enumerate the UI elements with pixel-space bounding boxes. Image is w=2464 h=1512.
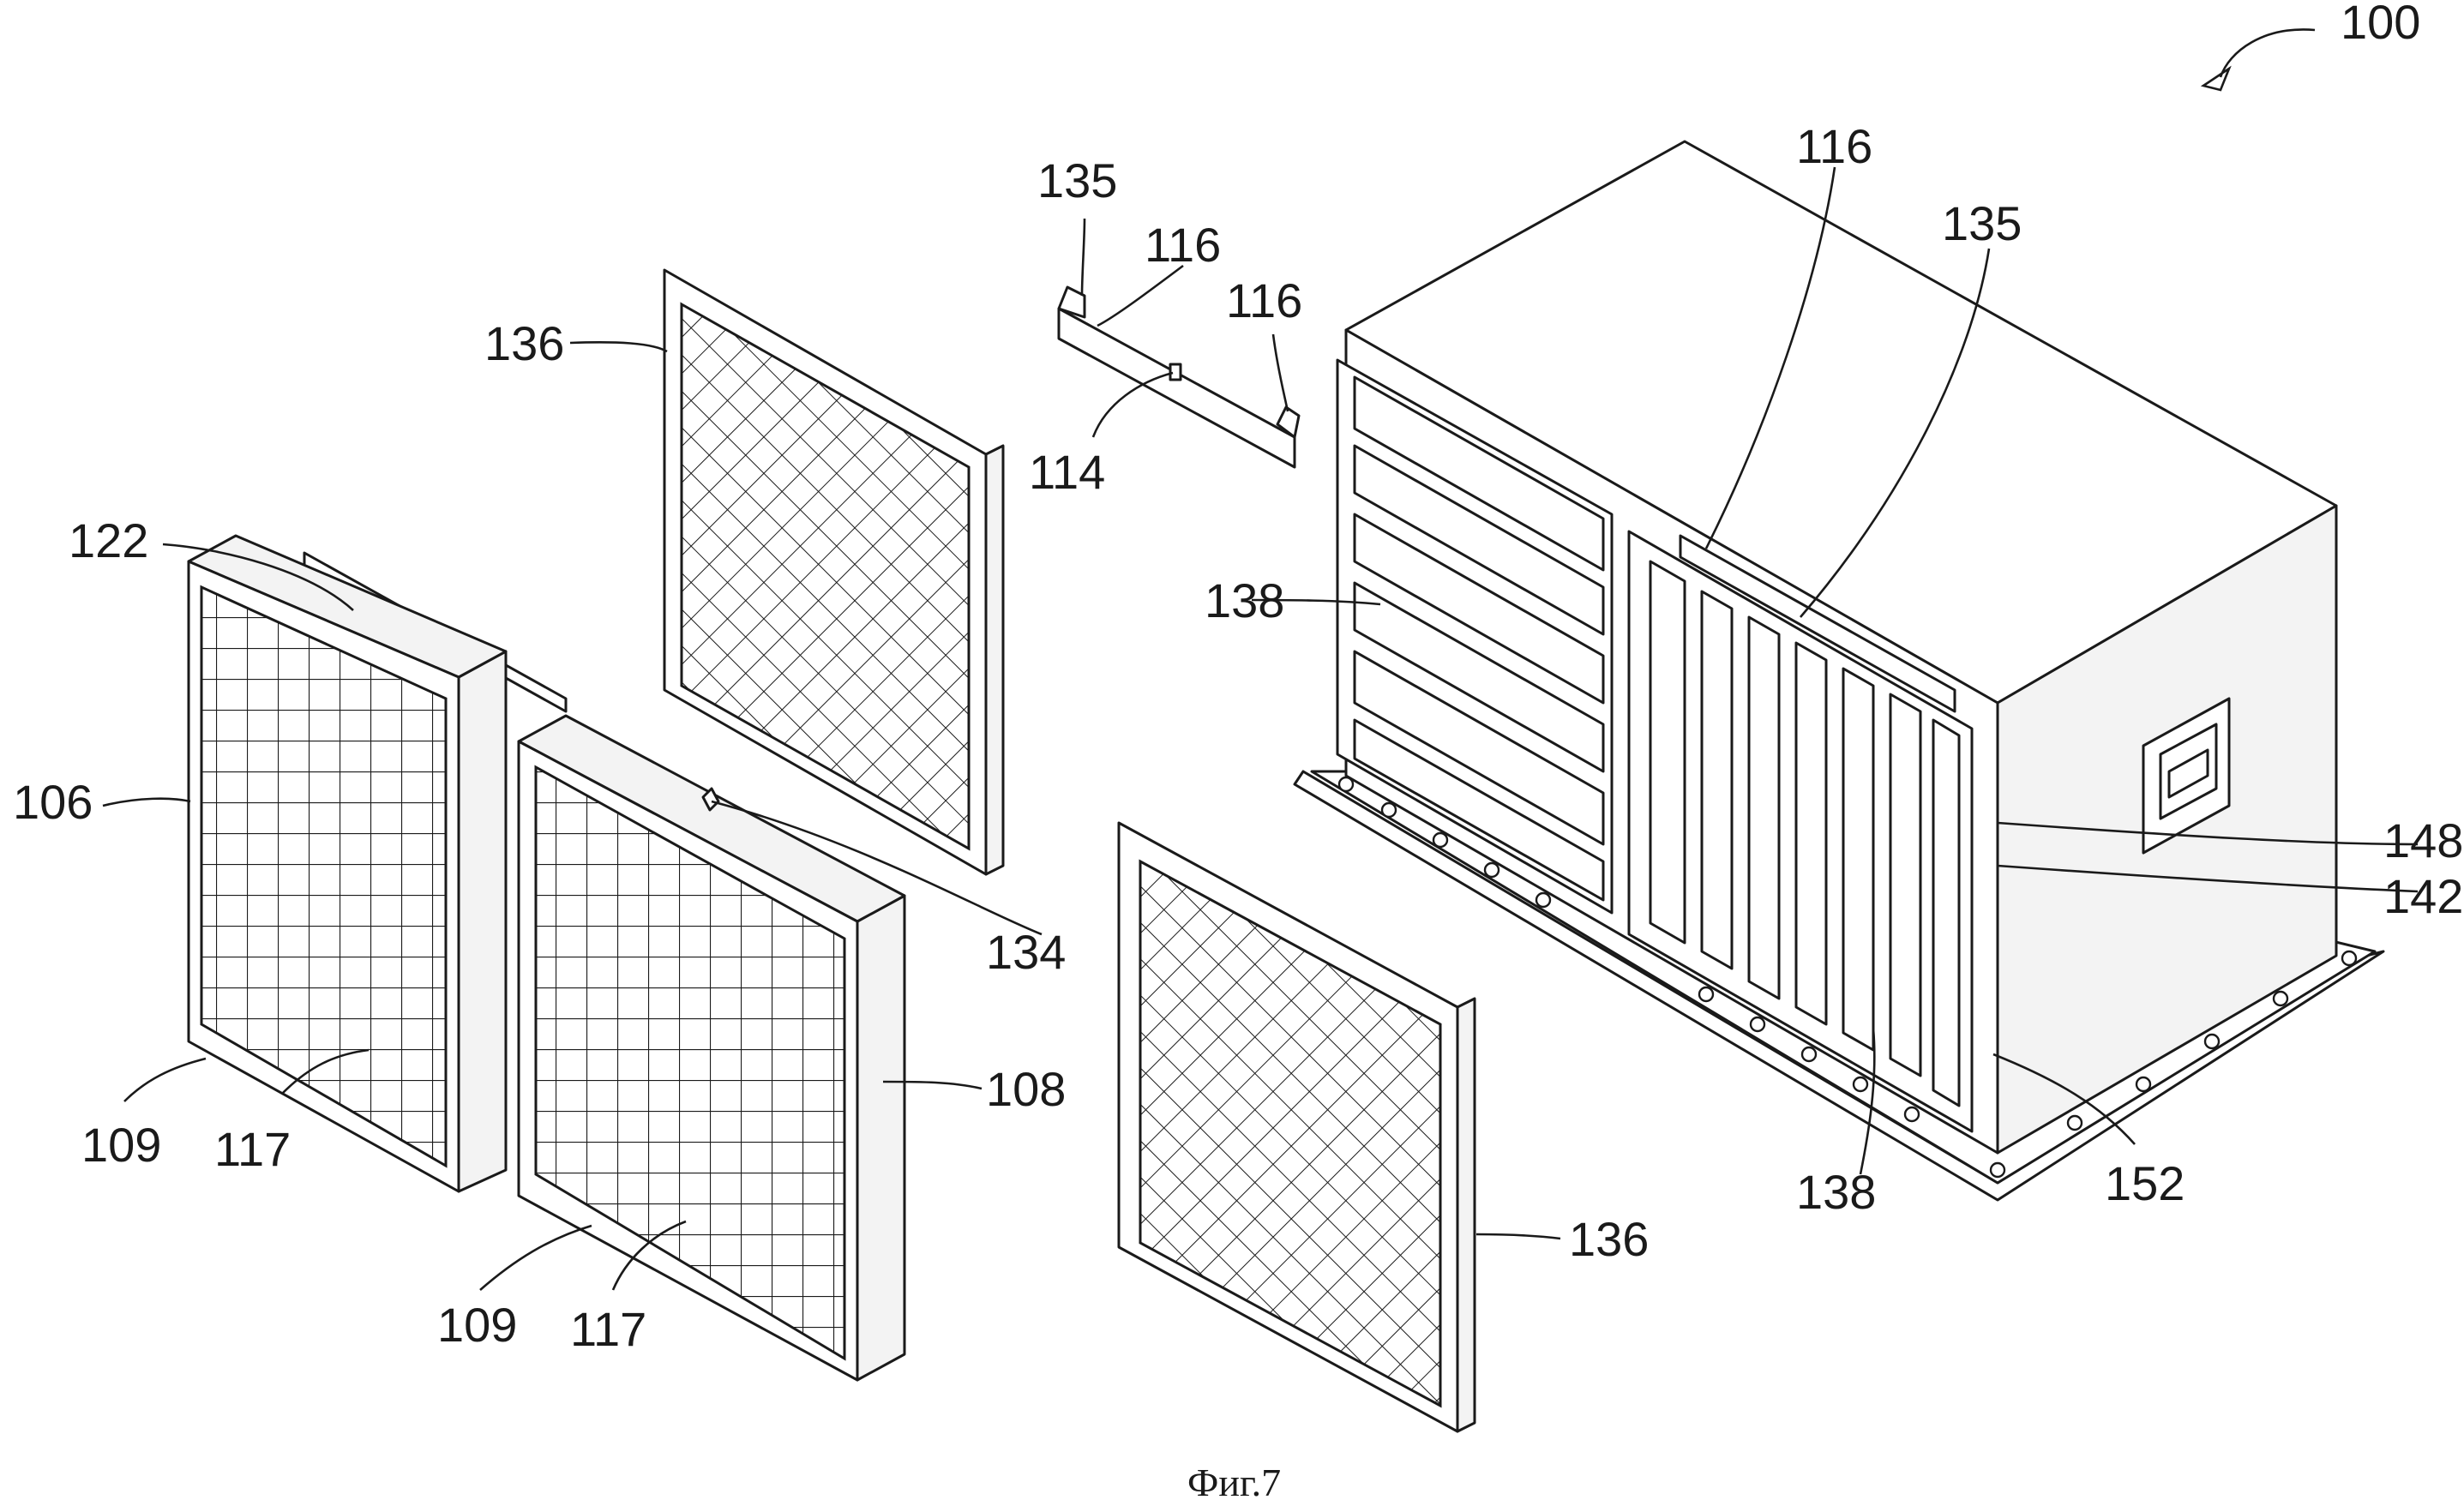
label-135-housing: 135	[1942, 196, 2022, 250]
label-136-top: 136	[484, 316, 564, 370]
label-134: 134	[986, 925, 1066, 979]
leader-lines	[102, 28, 2419, 1291]
reference-labels: 100 116 135 135 116 116 114 136 122 106 …	[13, 0, 2463, 1356]
figure-caption: Фиг.7	[1187, 1461, 1281, 1504]
label-114: 114	[1029, 445, 1105, 499]
flange-holes	[1337, 776, 2358, 1179]
filter-108	[517, 714, 906, 1382]
plate-rack	[1627, 530, 1974, 1133]
label-152: 152	[2105, 1156, 2185, 1210]
filter-136-bottom	[1117, 821, 1476, 1433]
label-148: 148	[2383, 813, 2463, 867]
filter-136-top	[663, 268, 1005, 876]
label-117-left: 117	[214, 1122, 291, 1176]
label-117-mid: 117	[570, 1302, 646, 1356]
bracket-rail	[1057, 285, 1301, 469]
label-116-bracket-right: 116	[1226, 273, 1302, 327]
label-116-housing: 116	[1796, 119, 1872, 173]
tray-rack	[1336, 358, 1614, 915]
label-109-left: 109	[81, 1118, 161, 1172]
label-135-bracket: 135	[1037, 153, 1117, 207]
label-122: 122	[69, 513, 148, 567]
label-142: 142	[2383, 869, 2463, 923]
access-panel	[2142, 697, 2231, 855]
label-136-bottom: 136	[1569, 1212, 1649, 1266]
label-116-bracket-left: 116	[1145, 218, 1221, 272]
label-109-mid: 109	[437, 1298, 517, 1352]
label-138-left: 138	[1205, 573, 1284, 627]
label-108: 108	[986, 1062, 1066, 1116]
label-100: 100	[2341, 0, 2420, 49]
label-138-right: 138	[1796, 1165, 1876, 1219]
filter-106	[187, 534, 508, 1193]
label-106: 106	[13, 775, 93, 829]
